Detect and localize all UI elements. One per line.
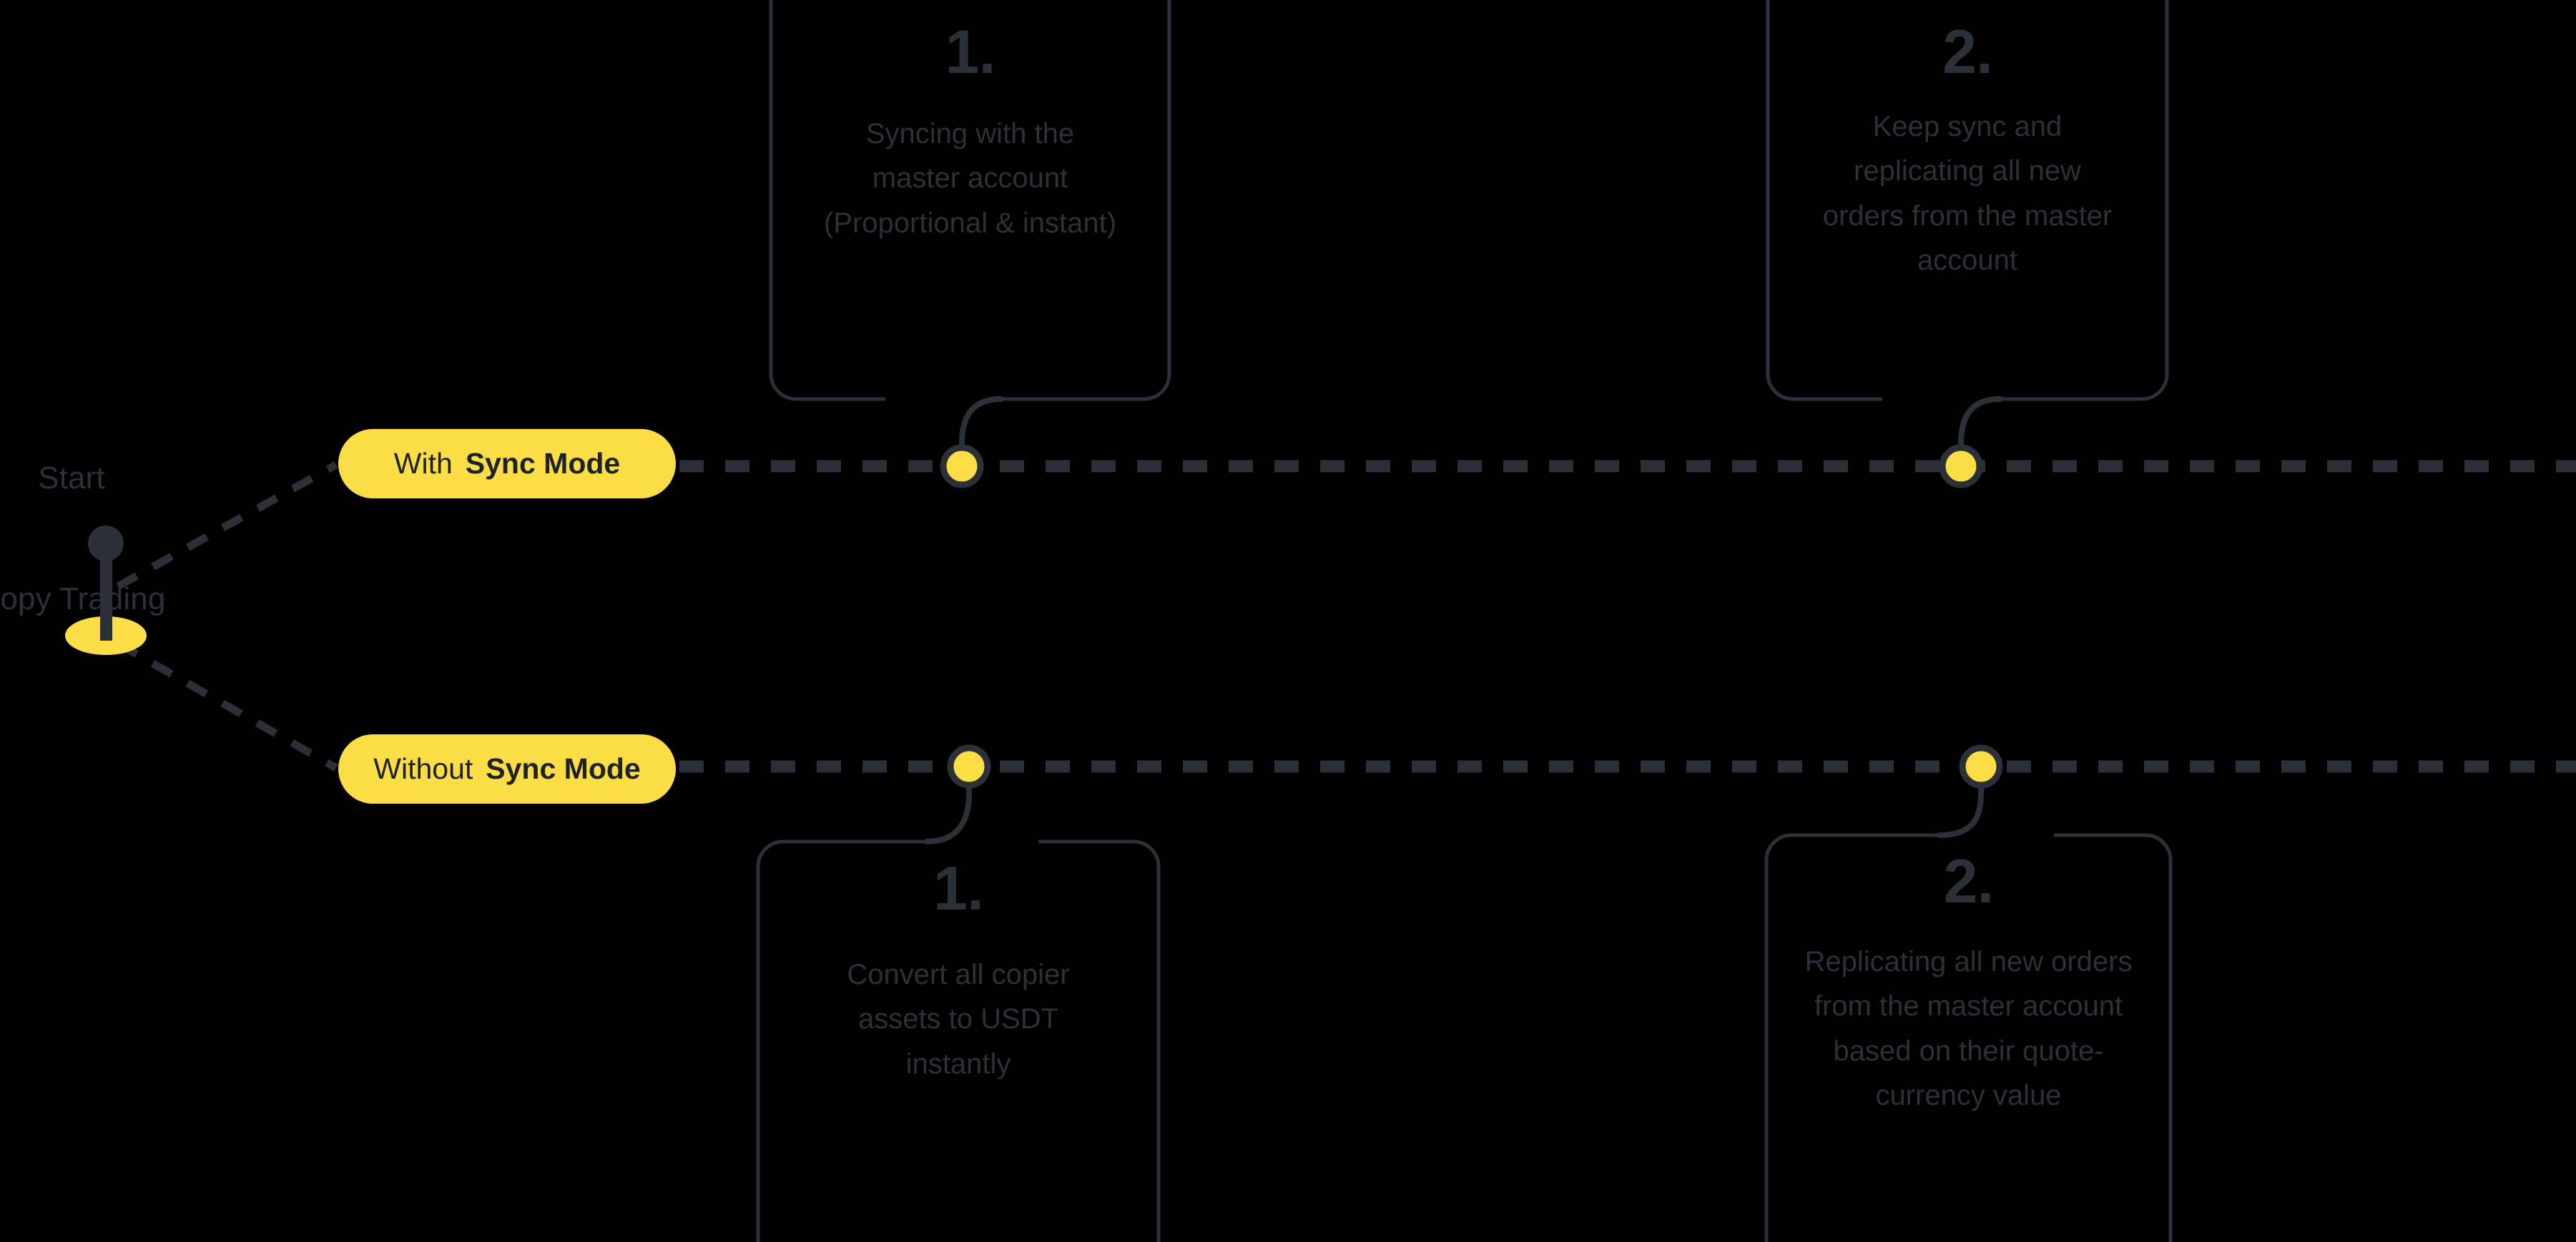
connector-without-step-1	[924, 764, 972, 844]
node-dot-with-step-2[interactable]	[1939, 444, 1983, 488]
pill-without-prefix: Without	[373, 752, 473, 785]
fork-line-upper	[116, 461, 338, 590]
pill-with-emphasis: Sync Mode	[465, 447, 621, 480]
card-without-step-2-text: Replicating all new orders from the mast…	[1804, 946, 2133, 1112]
card-without-step-1-number: 1.	[933, 854, 984, 923]
connector-without-step-2	[1937, 764, 1984, 838]
card-outline-without-step-2	[1764, 833, 2173, 1242]
card-with-step-2-number: 2.	[1942, 18, 1993, 87]
card-without-step-1-text: Convert all copier assets to USDT instan…	[847, 959, 1070, 1080]
node-dot-without-step-2[interactable]	[1959, 744, 2003, 789]
card-outline-with-step-2	[1766, 0, 2169, 401]
card-with-step-1-text: Syncing with the master account (Proport…	[823, 118, 1117, 239]
node-dot-with-step-1[interactable]	[940, 444, 984, 488]
card-without-step-2[interactable]: 2. Replicating all new orders from the m…	[1766, 851, 2171, 1118]
card-outline-with-step-1	[769, 0, 1171, 401]
connector-with-step-2	[1958, 396, 2003, 469]
pill-without-emphasis: Sync Mode	[486, 752, 641, 785]
pill-with-sync-mode[interactable]: With Sync Mode	[338, 429, 676, 498]
connector-with-step-1	[959, 396, 1004, 469]
card-with-step-2-text: Keep sync and replicating all new orders…	[1822, 111, 2113, 277]
card-outline-without-step-1	[756, 839, 1161, 1242]
card-with-step-2[interactable]: 2. Keep sync and replicating all new ord…	[1768, 0, 2167, 283]
start-label-line-2: Copy Trading	[0, 581, 166, 616]
start-label: Start Copy Trading	[0, 378, 190, 700]
card-without-step-1[interactable]: 1. Convert all copier assets to USDT ins…	[758, 858, 1159, 1086]
fork-line-lower	[116, 640, 338, 772]
node-dot-without-step-1[interactable]	[947, 744, 991, 789]
card-with-step-1[interactable]: 1. Syncing with the master account (Prop…	[771, 0, 1169, 245]
card-with-step-1-number: 1.	[945, 18, 996, 87]
pill-without-sync-mode[interactable]: Without Sync Mode	[338, 734, 676, 804]
map-pin-stem	[100, 543, 112, 641]
pill-with-prefix: With	[393, 447, 453, 480]
start-label-line-1: Start	[38, 460, 105, 496]
map-pin-icon	[65, 526, 147, 655]
card-without-step-2-number: 2.	[1943, 847, 1995, 916]
map-pin-head	[88, 526, 124, 561]
